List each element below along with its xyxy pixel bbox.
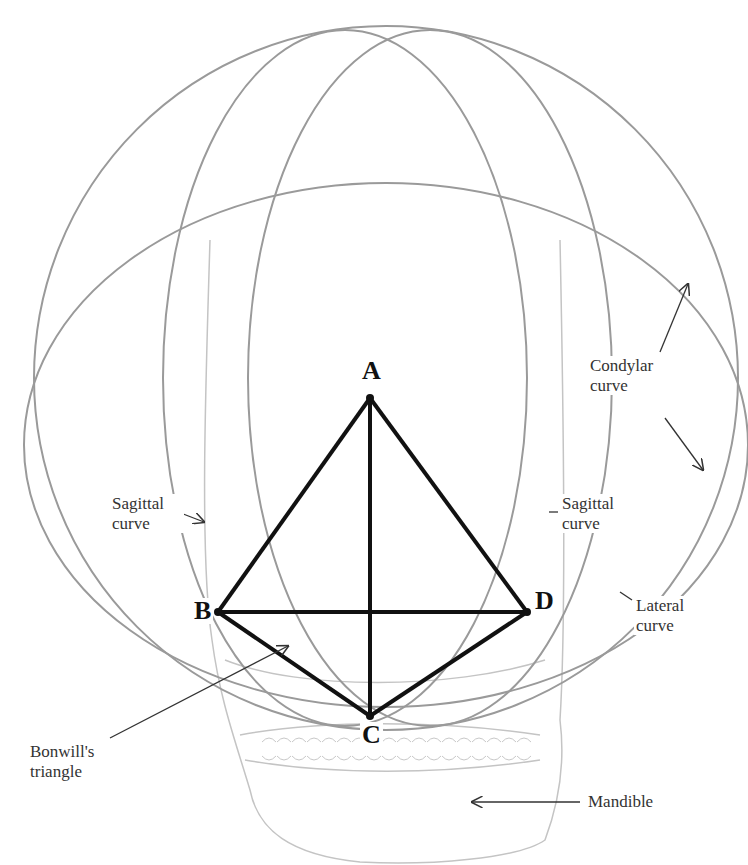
curve-label: Condylar curve [588, 356, 672, 395]
tooth [397, 738, 411, 760]
tooth [427, 738, 441, 760]
curve-label: Sagittal curve [110, 494, 184, 533]
triangle-label: Bonwill's triangle [28, 742, 122, 781]
triangle-vertices [214, 394, 531, 720]
tooth [487, 738, 501, 760]
tooth [382, 738, 396, 760]
leader-lines [110, 284, 703, 802]
tooth [517, 738, 531, 760]
tooth [337, 738, 351, 760]
curve-label: Lateral curve [634, 596, 704, 635]
point-label: A [360, 358, 383, 384]
tooth [292, 738, 306, 760]
curve-label: Sagittal curve [560, 494, 636, 533]
tooth [277, 738, 291, 760]
part-label: Mandible [586, 792, 655, 812]
tooth [262, 738, 276, 760]
tooth [472, 738, 486, 760]
curve-outlines [24, 26, 748, 730]
tooth [502, 738, 516, 760]
tooth [412, 738, 426, 760]
point-label: D [533, 588, 556, 614]
tooth [307, 738, 321, 760]
point-label: C [360, 722, 383, 748]
teeth-row [262, 738, 531, 760]
skull-outline [205, 240, 564, 863]
tooth [322, 738, 336, 760]
tooth [442, 738, 456, 760]
tooth [457, 738, 471, 760]
bonwill-triangle [218, 398, 527, 716]
point-label: B [192, 598, 213, 624]
